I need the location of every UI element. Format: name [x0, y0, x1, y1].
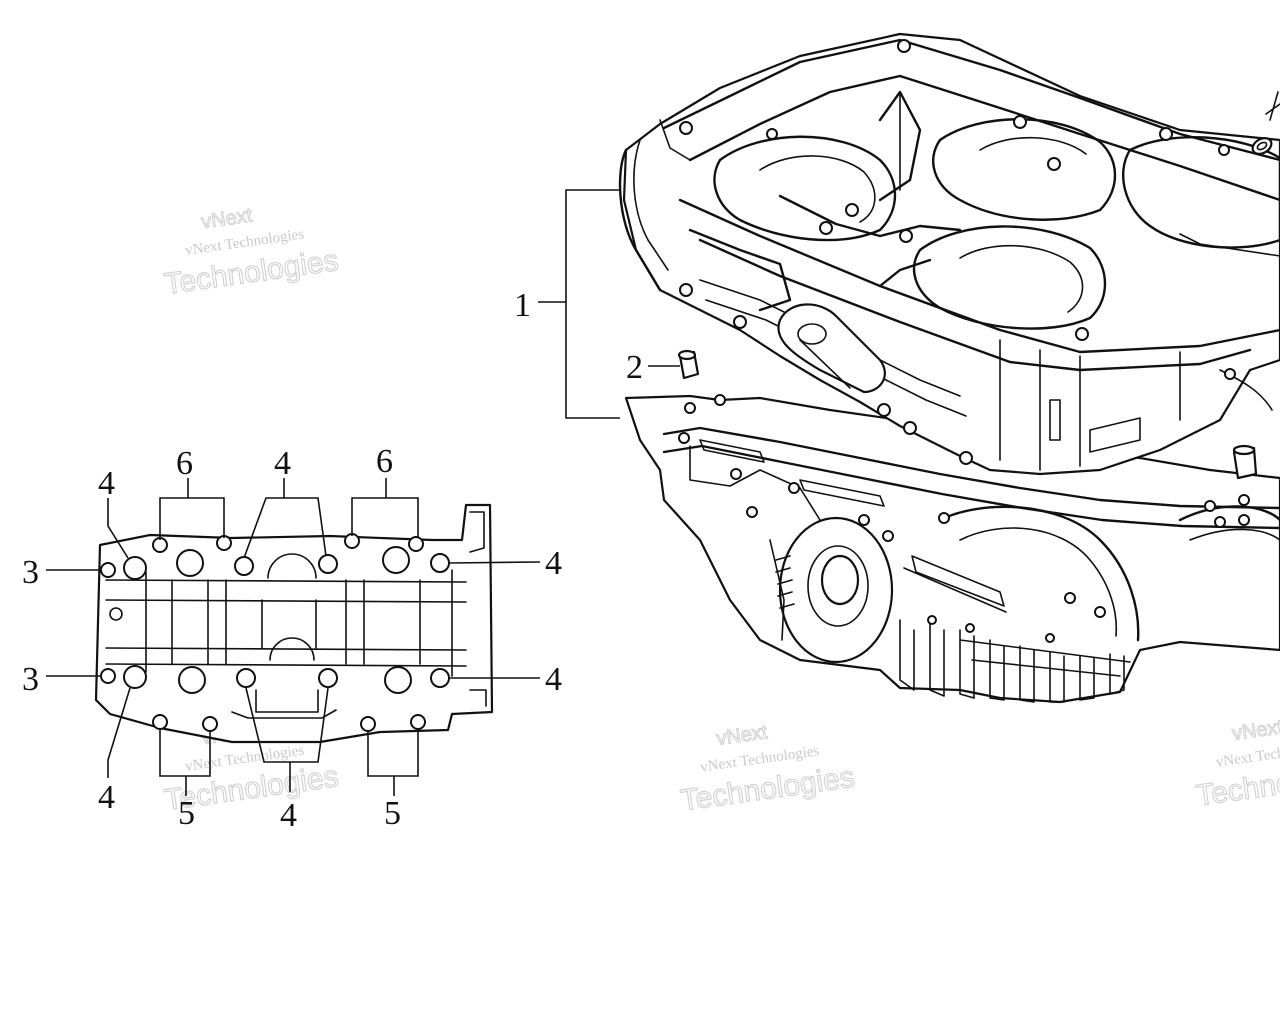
watermark-brand: vNext [200, 204, 254, 233]
callout-5: 5 [384, 795, 401, 832]
bolt-hole [344, 533, 360, 549]
lower-crankcase-fins [899, 619, 1131, 703]
callout-6: 6 [376, 443, 393, 480]
bolt-hole [234, 556, 254, 576]
callout-4: 4 [98, 465, 115, 502]
callout-6: 6 [176, 445, 193, 482]
callout-4: 4 [280, 797, 297, 834]
watermark-bottom-center: vNext vNext Technologies Technologies [678, 721, 857, 819]
oil-seal [1251, 91, 1280, 155]
watermark-brand: vNext [1231, 716, 1280, 745]
bolt-hole [410, 714, 426, 730]
bolt-hole [202, 716, 218, 732]
callout-4: 4 [545, 661, 562, 698]
bolt-hole [430, 668, 450, 688]
bolt-hole [360, 716, 376, 732]
bolt-hole [318, 554, 338, 574]
bolt-hole [408, 536, 424, 552]
bolt-pattern-view: 6 4 6 4 3 3 4 4 4 5 4 5 [22, 443, 562, 834]
callout-3: 3 [22, 554, 39, 591]
bolt-pattern-ribs [105, 553, 467, 719]
watermark-brand: vNext [715, 721, 769, 750]
bolt-hole [123, 556, 147, 580]
bolt-hole [382, 546, 410, 574]
bolt-pattern-leaders [46, 478, 541, 796]
watermark-bottom-right: vNext vNext Technologies Technologies [1194, 716, 1280, 814]
callout-4: 4 [545, 545, 562, 582]
bolt-hole [430, 553, 450, 573]
callout-4: 4 [98, 779, 115, 816]
dowel-pin-right [1232, 444, 1258, 480]
bolt-hole [152, 537, 168, 553]
bolt-hole [236, 668, 256, 688]
bolt-hole [123, 665, 147, 689]
callout-5: 5 [178, 795, 195, 832]
assembly-leaders [538, 189, 680, 419]
bolt-hole [100, 562, 116, 578]
bolt-hole [216, 535, 232, 551]
callout-3: 3 [22, 661, 39, 698]
upper-crankcase [618, 32, 1280, 476]
bolt-hole [100, 668, 116, 684]
callout-4: 4 [274, 445, 291, 482]
bolt-hole [152, 714, 168, 730]
crankcase-assembly: 1 2 [514, 32, 1280, 704]
bolt-hole [318, 668, 338, 688]
watermark-top-left: vNext vNext Technologies Technologies [162, 204, 341, 302]
bolt-hole [176, 549, 204, 577]
dowel-pin [677, 349, 700, 380]
callout-2: 2 [626, 349, 643, 386]
bolt-hole [384, 666, 412, 694]
callout-1: 1 [514, 287, 531, 324]
bolt-hole [178, 666, 206, 694]
